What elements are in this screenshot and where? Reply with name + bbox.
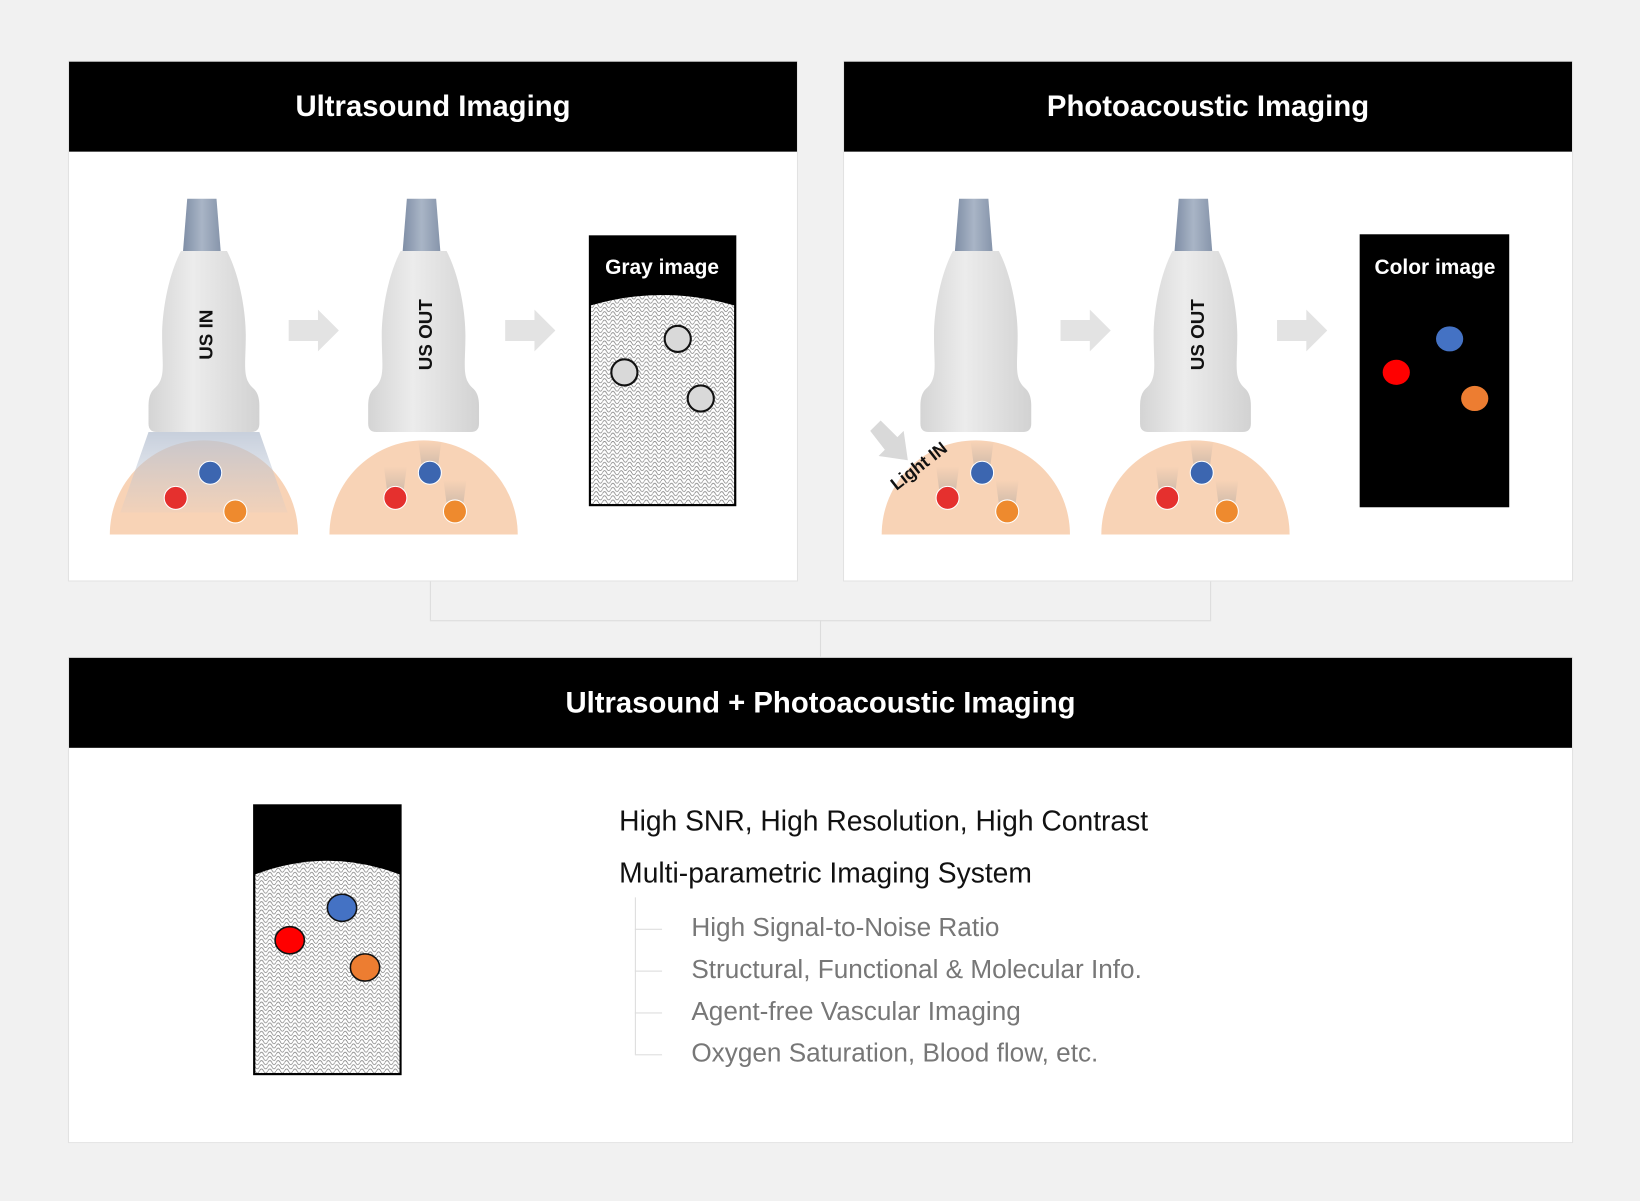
tree-tick: [634, 928, 663, 930]
probe-scene: US IN: [109, 198, 299, 535]
gray-image-label: Gray image: [605, 256, 719, 279]
probe-cable: [954, 198, 993, 252]
tree-tick: [634, 1054, 663, 1056]
red-target: [163, 485, 188, 510]
connector-line: [429, 580, 431, 621]
probe-scene: US OUT: [1101, 198, 1290, 535]
red-target: [935, 485, 960, 510]
combined-title: Ultrasound + Photoacoustic Imaging: [69, 657, 1572, 748]
red-target: [1382, 359, 1410, 385]
probe-scene: US OUT: [329, 198, 518, 535]
blue-target: [1436, 326, 1464, 352]
probe-label: US IN: [195, 310, 216, 360]
light-arrow-icon: [870, 420, 908, 461]
arrow-right-icon: [1277, 309, 1328, 352]
ultrasound-probe: [920, 251, 1032, 432]
tissue: [329, 440, 518, 535]
gray-target: [686, 384, 715, 413]
ultrasound-probe: [1140, 251, 1251, 432]
red-target: [1155, 485, 1180, 510]
blue-target: [417, 460, 442, 485]
photoacoustic-title: Photoacoustic Imaging: [844, 61, 1572, 152]
tissue: [881, 440, 1070, 535]
probe-cable: [1174, 198, 1213, 252]
sub-feature: Oxygen Saturation, Blood flow, etc.: [691, 1038, 1099, 1068]
gray-image-result: Gray image: [588, 235, 737, 507]
sub-feature: Agent-free Vascular Imaging: [691, 996, 1021, 1027]
gray-target: [610, 358, 639, 387]
red-target: [383, 485, 408, 510]
probe-label: US OUT: [1187, 299, 1208, 371]
combined-image: [253, 804, 402, 1076]
orange-target: [995, 499, 1020, 524]
orange-target: [223, 499, 248, 524]
blue-target: [326, 893, 358, 923]
tissue: [1101, 440, 1290, 535]
color-image-result: Color image: [1359, 234, 1510, 508]
feature-line: Multi-parametric Imaging System: [619, 857, 1032, 890]
arrow-right-icon: [505, 309, 556, 352]
gray-target: [663, 324, 692, 353]
probe-cable: [183, 198, 221, 252]
blue-target: [198, 460, 223, 485]
orange-target: [1461, 385, 1489, 412]
orange-target: [1214, 499, 1239, 524]
ultrasound-probe: [148, 251, 260, 432]
connector-line: [819, 620, 822, 657]
ultrasound-title: Ultrasound Imaging: [69, 61, 797, 152]
feature-line: High SNR, High Resolution, High Contrast: [619, 805, 1149, 837]
orange-target: [442, 499, 467, 524]
sub-feature: Structural, Functional & Molecular Info.: [691, 954, 1142, 985]
tree-tick: [634, 1012, 663, 1014]
arrow-right-icon: [1060, 309, 1111, 352]
ultrasound-probe: [368, 251, 480, 432]
color-image-label: Color image: [1375, 256, 1496, 279]
blue-target: [970, 460, 995, 485]
arrow-right-icon: [288, 309, 339, 352]
connector-line: [1210, 580, 1212, 621]
red-target: [274, 925, 306, 955]
probe-scene: Light IN: [870, 198, 1070, 535]
orange-target: [349, 953, 381, 982]
probe-label: US OUT: [415, 299, 436, 371]
sub-feature: High Signal-to-Noise Ratio: [691, 913, 1000, 943]
blue-target: [1189, 460, 1214, 485]
tree-tick: [634, 970, 663, 972]
probe-cable: [402, 198, 441, 252]
